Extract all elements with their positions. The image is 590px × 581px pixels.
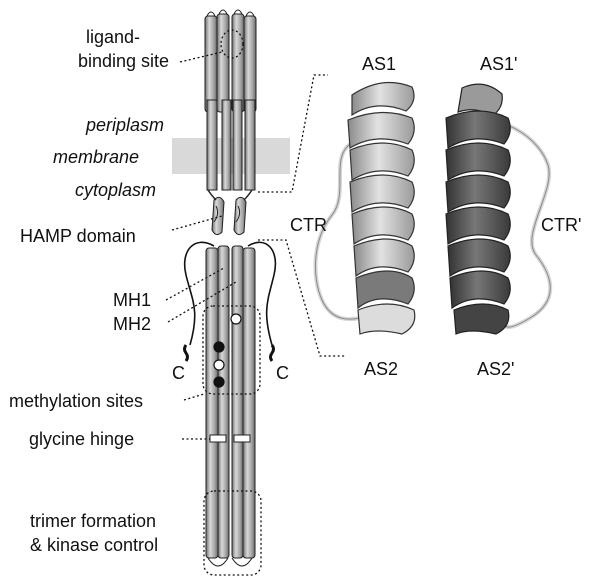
methyl-site-filled xyxy=(214,342,224,352)
c-terminus-right-label: C xyxy=(276,363,289,383)
ligand-label-line1: ligand- xyxy=(86,27,140,47)
c-terminus-left-label: C xyxy=(172,363,185,383)
membrane-label: membrane xyxy=(53,147,139,167)
as2-prime-label: AS2' xyxy=(477,359,514,379)
trimer-label-line2: & kinase control xyxy=(30,535,158,555)
mh1-label: MH1 xyxy=(113,290,151,310)
cytoplasmic-domain xyxy=(206,246,255,566)
methyl-site-open xyxy=(231,314,241,324)
glycine-hinge-label: glycine hinge xyxy=(29,429,134,449)
transmembrane-helices xyxy=(207,100,255,190)
methyl-site-filled xyxy=(214,377,224,387)
hamp-light-helix xyxy=(348,83,415,335)
periplasm-label: periplasm xyxy=(85,115,164,135)
ctr-prime-label: CTR' xyxy=(541,215,581,235)
as2-label: AS2 xyxy=(364,359,398,379)
hamp-domain-label: HAMP domain xyxy=(20,226,136,246)
cytoplasm-label: cytoplasm xyxy=(75,180,156,200)
receptor-rod xyxy=(205,10,256,566)
trimer-label-line1: trimer formation xyxy=(30,511,156,531)
hamp-domain-small xyxy=(208,190,252,235)
as1-label: AS1 xyxy=(362,54,396,74)
hamp-dark-helix xyxy=(446,84,510,334)
as1-prime-label: AS1' xyxy=(480,54,517,74)
c-terminal-linkers xyxy=(185,242,276,361)
methylation-sites-label: methylation sites xyxy=(9,391,143,411)
periplasmic-domain xyxy=(205,10,256,112)
glycine-hinge-bands xyxy=(210,435,250,442)
methyl-site-open xyxy=(214,360,224,370)
ctr-label: CTR xyxy=(290,215,327,235)
hamp-ribbon-structure xyxy=(315,83,550,335)
mh2-label: MH2 xyxy=(113,314,151,334)
ligand-label-line2: binding site xyxy=(78,51,169,71)
